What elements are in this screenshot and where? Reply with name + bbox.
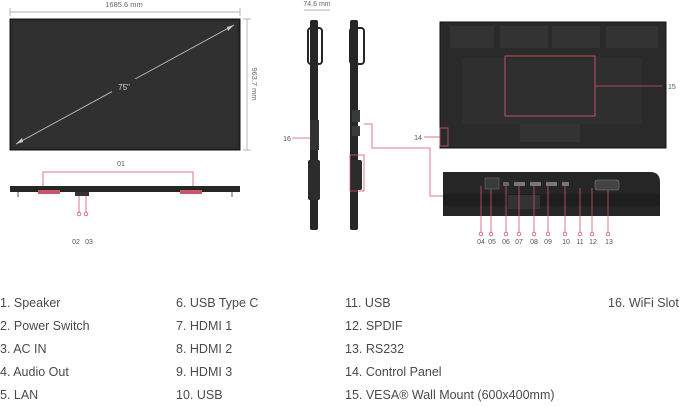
legend-column-1: 1. Speaker 2. Power Switch 3. AC IN 4. A… bbox=[0, 292, 90, 407]
port-closeup: 04 05 06 07 08 09 10 11 12 13 bbox=[443, 172, 660, 246]
product-diagram: 1685.6 mm 963.7 mm 75" 01 02 03 74.6 mm bbox=[9, 0, 676, 246]
legend-item: 6. USB Type C bbox=[176, 296, 259, 310]
side-view-left: 74.6 mm 16 bbox=[283, 1, 331, 230]
legend-item: 4. Audio Out bbox=[0, 365, 69, 379]
legend-item: 14. Control Panel bbox=[345, 365, 442, 379]
legend-item: 9. HDMI 3 bbox=[176, 365, 233, 379]
legend-item: 8. HDMI 2 bbox=[176, 342, 233, 356]
callout-06: 06 bbox=[502, 239, 510, 246]
callout-01: 01 bbox=[117, 161, 125, 168]
legend-item: 15. VESA® Wall Mount (600x400mm) bbox=[345, 388, 555, 402]
callout-09: 09 bbox=[544, 239, 552, 246]
callout-16: 16 bbox=[283, 136, 291, 143]
rear-view: 15 14 bbox=[414, 21, 676, 149]
callout-02: 02 bbox=[72, 239, 80, 246]
callout-15: 15 bbox=[668, 84, 676, 91]
callout-12: 12 bbox=[589, 239, 597, 246]
legend-item: 7. HDMI 1 bbox=[176, 319, 233, 333]
legend-item: 3. AC IN bbox=[0, 342, 47, 356]
legend-item: 5. LAN bbox=[0, 388, 39, 402]
front-view: 1685.6 mm 963.7 mm 75" bbox=[9, 0, 259, 151]
legend-item: 2. Power Switch bbox=[0, 319, 90, 333]
side-view-right bbox=[349, 20, 443, 230]
legend-column-4: 16. WiFi Slot bbox=[608, 292, 679, 315]
legend-item: 13. RS232 bbox=[345, 342, 405, 356]
depth-dimension: 74.6 mm bbox=[303, 1, 330, 8]
callout-08: 08 bbox=[530, 239, 538, 246]
legend-item: 12. SPDIF bbox=[345, 319, 403, 333]
callout-03: 03 bbox=[85, 239, 93, 246]
legend-item: 16. WiFi Slot bbox=[608, 296, 679, 310]
callout-05: 05 bbox=[488, 239, 496, 246]
callout-11: 11 bbox=[576, 239, 583, 246]
bottom-view: 01 02 03 bbox=[10, 161, 240, 246]
callout-04: 04 bbox=[477, 239, 485, 246]
legend-item: 1. Speaker bbox=[0, 296, 61, 310]
callout-14: 14 bbox=[414, 135, 422, 142]
callout-07: 07 bbox=[515, 239, 523, 246]
legend-column-2: 6. USB Type C 7. HDMI 1 8. HDMI 2 9. HDM… bbox=[176, 292, 258, 407]
screen-size-label: 75" bbox=[118, 83, 130, 92]
port-legend: 1. Speaker 2. Power Switch 3. AC IN 4. A… bbox=[0, 292, 700, 402]
legend-item: 11. USB bbox=[345, 296, 391, 310]
callout-13: 13 bbox=[605, 239, 613, 246]
callout-10: 10 bbox=[562, 239, 570, 246]
legend-item: 10. USB bbox=[176, 388, 223, 402]
legend-column-3: 11. USB 12. SPDIF 13. RS232 14. Control … bbox=[345, 292, 555, 407]
height-dimension: 963.7 mm bbox=[250, 67, 259, 100]
width-dimension: 1685.6 mm bbox=[105, 0, 143, 9]
